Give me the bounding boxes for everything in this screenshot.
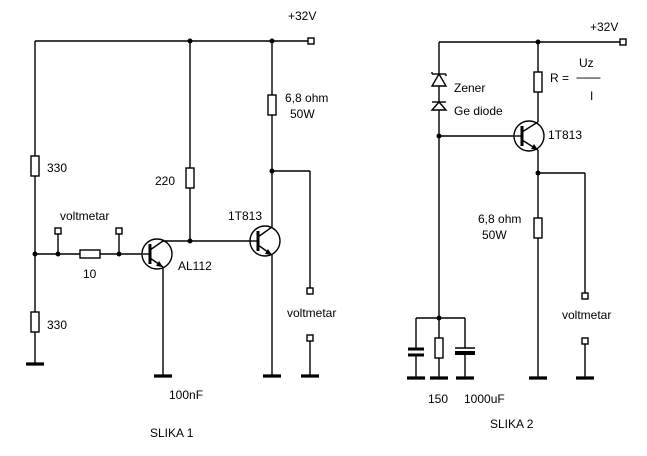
fig1-voltmeter-terminal (54, 227, 62, 235)
fig1-emitter-arrow (265, 249, 272, 255)
fig1-emitter-arrow (156, 261, 163, 267)
fig1-resistor-330-bottom (30, 311, 40, 333)
fig2-emitter-arrow (531, 144, 538, 150)
fig2-resistor-6-8-ohm (533, 217, 543, 239)
fig2-resistor-150 (434, 337, 444, 359)
fig1-resistor-10 (79, 249, 101, 259)
fig2-formula-denominator: I (590, 89, 594, 103)
fig1-voltmeter-terminal (306, 334, 314, 342)
fig1-resistor-330-top (30, 155, 40, 177)
fig2-r-load-power: 50W (482, 228, 507, 242)
fig1-r-mid-label: 220 (155, 174, 176, 188)
fig1-transistor-small-label: AL112 (178, 259, 212, 273)
fig1-voltmeter-terminal (115, 227, 123, 235)
fig1-voltmeter-left-label: voltmetar (60, 209, 110, 223)
fig2-transistor-collector (521, 121, 539, 133)
fig2-resistor-r (533, 71, 543, 93)
fig2-r-bottom-label: 150 (428, 392, 449, 406)
figure1-circuit (26, 37, 319, 378)
fig1-supply-terminal (307, 37, 315, 45)
fig1-r-top-label: 330 (47, 161, 68, 175)
fig2-formula-numerator: Uz (579, 56, 594, 70)
fig2-zener-label: Zener (454, 81, 486, 95)
fig2-voltmeter-terminal (581, 292, 589, 300)
fig1-transistor-collector (257, 226, 273, 238)
fig2-electrolytic-plate (455, 351, 475, 355)
fig2-cap-label: 1000uF (464, 392, 505, 406)
fig2-ge-diode-label: Ge diode (454, 104, 503, 118)
figure2-circuit (407, 38, 627, 380)
fig2-supply-terminal (619, 38, 627, 46)
fig2-caption: SLIKA 2 (490, 417, 534, 431)
fig1-r-load-label: 6,8 ohm (285, 91, 329, 105)
fig1-resistor-6-8-ohm (267, 94, 277, 116)
fig2-voltmeter-label: voltmetar (562, 308, 612, 322)
fig1-caption: SLIKA 1 (150, 426, 194, 440)
fig2-voltmeter-terminal (581, 337, 589, 345)
fig1-r-load-power: 50W (290, 107, 315, 121)
fig2-r-load-label: 6,8 ohm (478, 212, 522, 226)
fig1-node (187, 238, 193, 244)
fig1-voltmeter-right-label: voltmetar (287, 306, 337, 320)
fig1-cap-label: 100nF (169, 388, 204, 402)
fig2-formula-lhs: R = (550, 71, 570, 85)
fig1-transistor-collector (149, 240, 164, 251)
fig1-r-bottom-label: 330 (47, 318, 68, 332)
fig1-supply-label: +32V (288, 9, 317, 23)
fig2-formula-bar: -------- (576, 70, 601, 84)
fig1-r-series-label: 10 (83, 267, 97, 281)
fig2-transistor-label: 1T813 (548, 128, 583, 142)
fig1-voltmeter-terminal (306, 287, 314, 295)
fig2-zener-diode (430, 72, 448, 87)
fig2-ge-diode (430, 100, 448, 111)
fig1-resistor-220 (185, 167, 195, 189)
fig1-transistor-power-label: 1T813 (228, 209, 263, 223)
fig2-supply-label: +32V (590, 20, 619, 34)
